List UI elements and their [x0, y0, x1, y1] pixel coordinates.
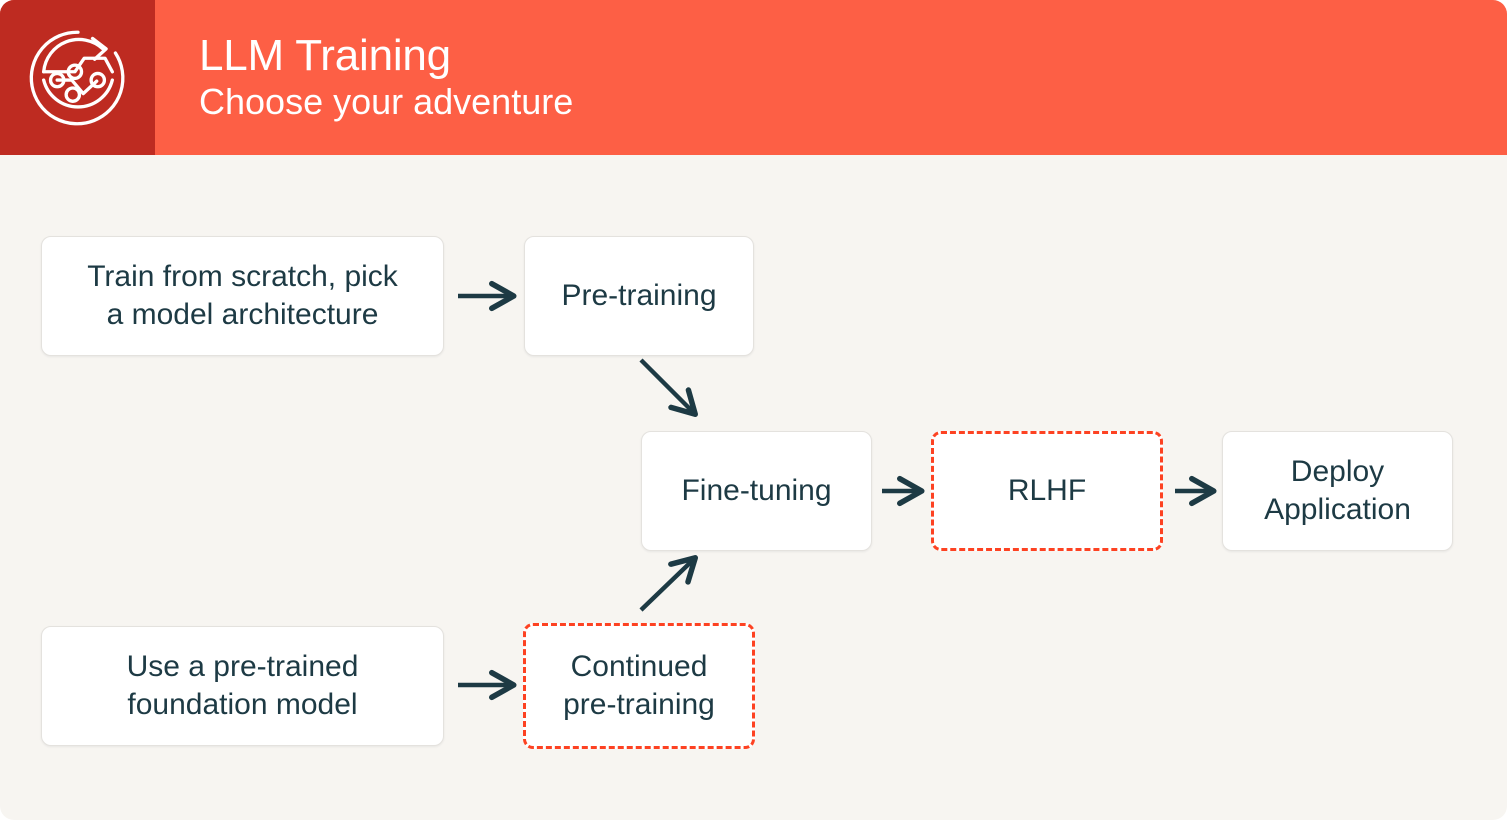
node-train-from-scratch[interactable]: Train from scratch, pick a model archite…: [41, 236, 444, 356]
node-label: Deploy Application: [1264, 454, 1411, 526]
node-label: Pre-training: [561, 278, 717, 312]
node-deploy-application[interactable]: Deploy Application: [1222, 431, 1453, 551]
node-label: Fine-tuning: [681, 473, 832, 507]
node-continued-pre-training[interactable]: Continued pre-training: [523, 623, 755, 749]
node-label: RLHF: [1007, 473, 1087, 507]
node-label: Continued pre-training: [563, 649, 715, 721]
edge-continued-to-finetuning: [639, 559, 694, 612]
page-subtitle: Choose your adventure: [199, 81, 574, 123]
page-title: LLM Training: [199, 30, 451, 80]
circular-arrow-circuit-icon: [29, 30, 124, 125]
logo-block: [0, 0, 155, 155]
node-label: Train from scratch, pick a model archite…: [87, 259, 398, 331]
node-use-pre-trained-foundation-model[interactable]: Use a pre-trained foundation model: [41, 626, 444, 746]
edge-pretraining-to-finetuning: [639, 358, 694, 413]
flowchart-canvas: Train from scratch, pick a model archite…: [0, 155, 1507, 820]
node-label: Use a pre-trained foundation model: [126, 649, 359, 721]
header-banner: LLM Training Choose your adventure: [0, 0, 1507, 155]
node-pre-training[interactable]: Pre-training: [524, 236, 754, 356]
node-rlhf[interactable]: RLHF: [931, 431, 1163, 551]
header-text-group: LLM Training Choose your adventure: [155, 0, 573, 155]
node-fine-tuning[interactable]: Fine-tuning: [641, 431, 872, 551]
